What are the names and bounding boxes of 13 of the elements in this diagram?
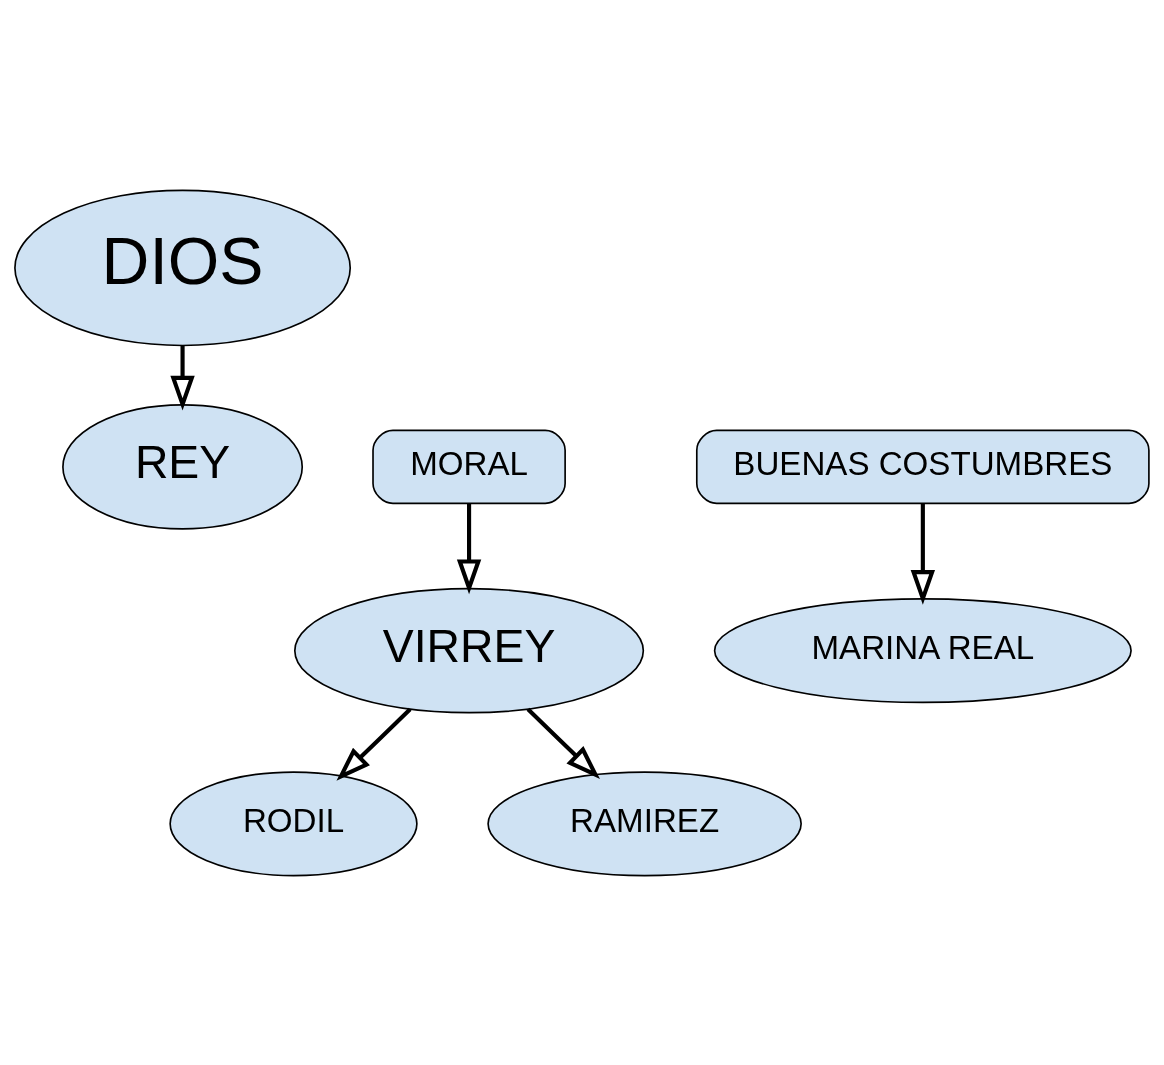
node-ellipse: DIOS	[14, 189, 352, 346]
arrow	[170, 344, 195, 411]
node-ellipse: VIRREY	[294, 587, 645, 713]
node-ellipse: REY	[62, 403, 304, 530]
node-ellipse: RODIL	[169, 770, 418, 876]
arrow	[526, 707, 600, 779]
arrow	[336, 707, 412, 781]
node-box: MORAL	[372, 429, 566, 504]
node-box: BUENAS COSTUMBRES	[695, 429, 1150, 504]
arrow	[910, 502, 936, 605]
node-ellipse: MARINA REAL	[713, 597, 1132, 703]
arrow	[456, 502, 482, 594]
node-ellipse: RAMIREZ	[487, 770, 802, 876]
